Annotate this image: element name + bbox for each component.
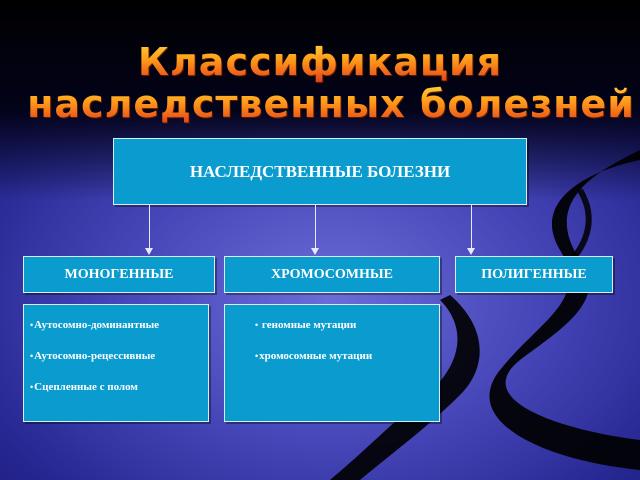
- monogenic-types-list: •Аутосомно-доминантные •Аутосомно-рецесс…: [24, 305, 208, 394]
- category-box-monogenic: МОНОГЕННЫЕ: [23, 256, 215, 293]
- category-label-chromosomal: ХРОМОСОМНЫЕ: [271, 266, 393, 282]
- list-item-text: Аутосомно-доминантные: [34, 319, 160, 331]
- category-box-polygenic: ПОЛИГЕННЫЕ: [455, 256, 613, 293]
- title-line-2: наследственных болезней: [0, 84, 640, 124]
- bullet-icon: •: [255, 320, 259, 330]
- list-item-text: Аутосомно-рецессивные: [34, 350, 156, 362]
- arrow-head-monogenic: [145, 248, 153, 255]
- bullet-icon: •: [255, 351, 259, 361]
- arrow-head-chromosomal: [311, 248, 319, 255]
- swirl-ribbon-right: [489, 150, 640, 470]
- connector-chromosomal: [315, 205, 316, 249]
- list-item: •Аутосомно-доминантные: [30, 318, 208, 332]
- bullet-icon: •: [30, 382, 34, 392]
- swirl-strand: [567, 188, 592, 265]
- list-item-text: Сцепленные с полом: [34, 381, 138, 393]
- connector-polygenic: [471, 205, 472, 249]
- root-node-label: НАСЛЕДСТВЕННЫЕ БОЛЕЗНИ: [189, 161, 451, 181]
- list-item: • геномные мутации: [255, 318, 439, 332]
- monogenic-types-box: •Аутосомно-доминантные •Аутосомно-рецесс…: [23, 304, 209, 422]
- list-item: •Сцепленные с полом: [30, 380, 208, 394]
- connector-monogenic: [149, 205, 150, 249]
- list-item: •Аутосомно-рецессивные: [30, 349, 208, 363]
- chromosomal-types-box: • геномные мутации •хромосомные мутации: [224, 304, 440, 422]
- chromosomal-types-list: • геномные мутации •хромосомные мутации: [225, 305, 439, 363]
- list-item-text: геномные мутации: [259, 319, 357, 331]
- bullet-icon: •: [30, 320, 34, 330]
- category-box-chromosomal: ХРОМОСОМНЫЕ: [224, 256, 440, 293]
- swirl-ribbon-middle: [330, 295, 480, 480]
- list-item: •хромосомные мутации: [255, 349, 439, 363]
- category-label-monogenic: МОНОГЕННЫЕ: [64, 266, 174, 282]
- title-line-1: Классификация: [0, 42, 640, 82]
- list-item-text: хромосомные мутации: [259, 350, 373, 362]
- root-node-box: НАСЛЕДСТВЕННЫЕ БОЛЕЗНИ: [113, 138, 527, 205]
- bullet-icon: •: [30, 351, 34, 361]
- category-label-polygenic: ПОЛИГЕННЫЕ: [481, 266, 587, 282]
- arrow-head-polygenic: [467, 248, 475, 255]
